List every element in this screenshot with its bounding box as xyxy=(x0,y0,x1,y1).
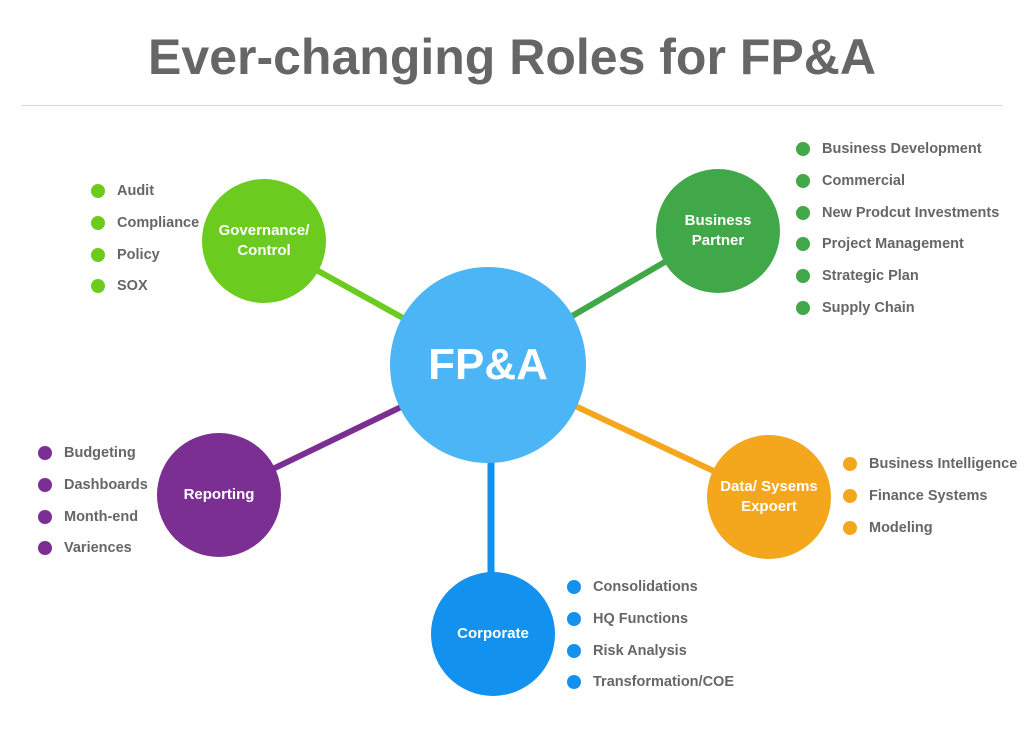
bullet-dot-icon xyxy=(843,488,857,503)
bullet-dot-icon xyxy=(796,237,810,252)
list-item-label: Business Intelligence xyxy=(869,456,1018,472)
list-item: Finance Systems xyxy=(843,486,1017,518)
bullet-dot-icon xyxy=(567,643,581,658)
list-item-label: Business Development xyxy=(822,141,982,157)
bullet-dot-icon xyxy=(843,457,857,471)
list-item-label: Transformation/COE xyxy=(593,674,734,691)
list-item-label: Commercial xyxy=(822,172,906,189)
corporate-label: Corporate xyxy=(457,625,529,642)
data-systems-label: Data/ Sysems Expoert xyxy=(720,478,818,515)
bullet-dot-icon xyxy=(567,611,581,626)
business-partner-label: Business Partner xyxy=(684,212,752,249)
business-partner-node: Business Partner xyxy=(656,169,780,293)
list-item: HQ Functions xyxy=(567,609,734,641)
list-item: Commercial xyxy=(796,171,999,203)
title-divider xyxy=(22,105,1002,106)
list-item-label: Dashboards xyxy=(64,476,148,493)
list-item: Consolidations xyxy=(567,577,734,609)
bullet-dot-icon xyxy=(38,477,52,492)
list-item: Variences xyxy=(38,538,148,570)
list-item-label: Risk Analysis xyxy=(593,642,687,659)
bullet-dot-icon xyxy=(796,269,810,284)
list-item-label: SOX xyxy=(117,278,148,295)
bullet-dot-icon xyxy=(796,300,810,315)
list-item-label: Supply Chain xyxy=(822,299,915,316)
fpa-center-label: FP&A xyxy=(428,340,548,389)
list-item-label: Strategic Plan xyxy=(822,268,919,285)
list-item: Compliance xyxy=(91,213,199,245)
list-item: SOX xyxy=(91,276,199,308)
list-item-label: Variences xyxy=(64,540,132,557)
list-item-label: Consolidations xyxy=(593,579,698,595)
fpa-center-node: FP&A xyxy=(390,267,586,463)
bullet-dot-icon xyxy=(796,142,810,156)
list-item-label: HQ Functions xyxy=(593,610,689,627)
bullet-dot-icon xyxy=(38,509,52,524)
list-item-label: Compliance xyxy=(117,214,200,231)
list-item: Project Management xyxy=(796,234,999,266)
list-item: Risk Analysis xyxy=(567,641,734,673)
list-item-label: Audit xyxy=(117,183,155,199)
list-item: Audit xyxy=(91,181,199,213)
list-item-label: Modeling xyxy=(869,519,933,536)
governance-control-label: Governance/ Control xyxy=(218,222,310,259)
bullet-dot-icon xyxy=(567,580,581,594)
bullet-dot-icon xyxy=(38,541,52,556)
list-item: Business Intelligence xyxy=(843,454,1017,486)
list-item-label: Policy xyxy=(117,246,160,263)
list-item: Supply Chain xyxy=(796,298,999,330)
bullet-dot-icon xyxy=(38,446,52,460)
data-systems-node: Data/ Sysems Expoert xyxy=(707,435,831,559)
bullet-dot-icon xyxy=(796,173,810,188)
list-item-label: Budgeting xyxy=(64,445,136,461)
bullet-dot-icon xyxy=(843,520,857,535)
list-item-label: Finance Systems xyxy=(869,487,988,504)
list-item-label: New Prodcut Investments xyxy=(822,204,1000,221)
reporting-node: Reporting xyxy=(157,433,281,557)
list-item: Strategic Plan xyxy=(796,266,999,298)
list-item: Month-end xyxy=(38,507,148,539)
governance-control-node: Governance/ Control xyxy=(202,179,326,303)
bullet-dot-icon xyxy=(91,279,105,294)
corporate-node: Corporate xyxy=(431,572,555,696)
list-item: Transformation/COE xyxy=(567,672,734,704)
list-item: Business Development xyxy=(796,139,999,171)
bullet-dot-icon xyxy=(796,205,810,220)
list-item: Modeling xyxy=(843,518,1017,550)
list-item-label: Project Management xyxy=(822,236,964,253)
bullet-dot-icon xyxy=(91,215,105,230)
list-item: Budgeting xyxy=(38,443,148,475)
bullet-dot-icon xyxy=(91,247,105,262)
bullet-dot-icon xyxy=(91,184,105,198)
list-item: Dashboards xyxy=(38,475,148,507)
reporting-label: Reporting xyxy=(183,486,255,503)
list-item: Policy xyxy=(91,245,199,277)
bullet-dot-icon xyxy=(567,675,581,690)
list-item-label: Month-end xyxy=(64,508,139,525)
list-item: New Prodcut Investments xyxy=(796,203,999,235)
page-title: Ever-changing Roles for FP&A xyxy=(148,29,876,85)
